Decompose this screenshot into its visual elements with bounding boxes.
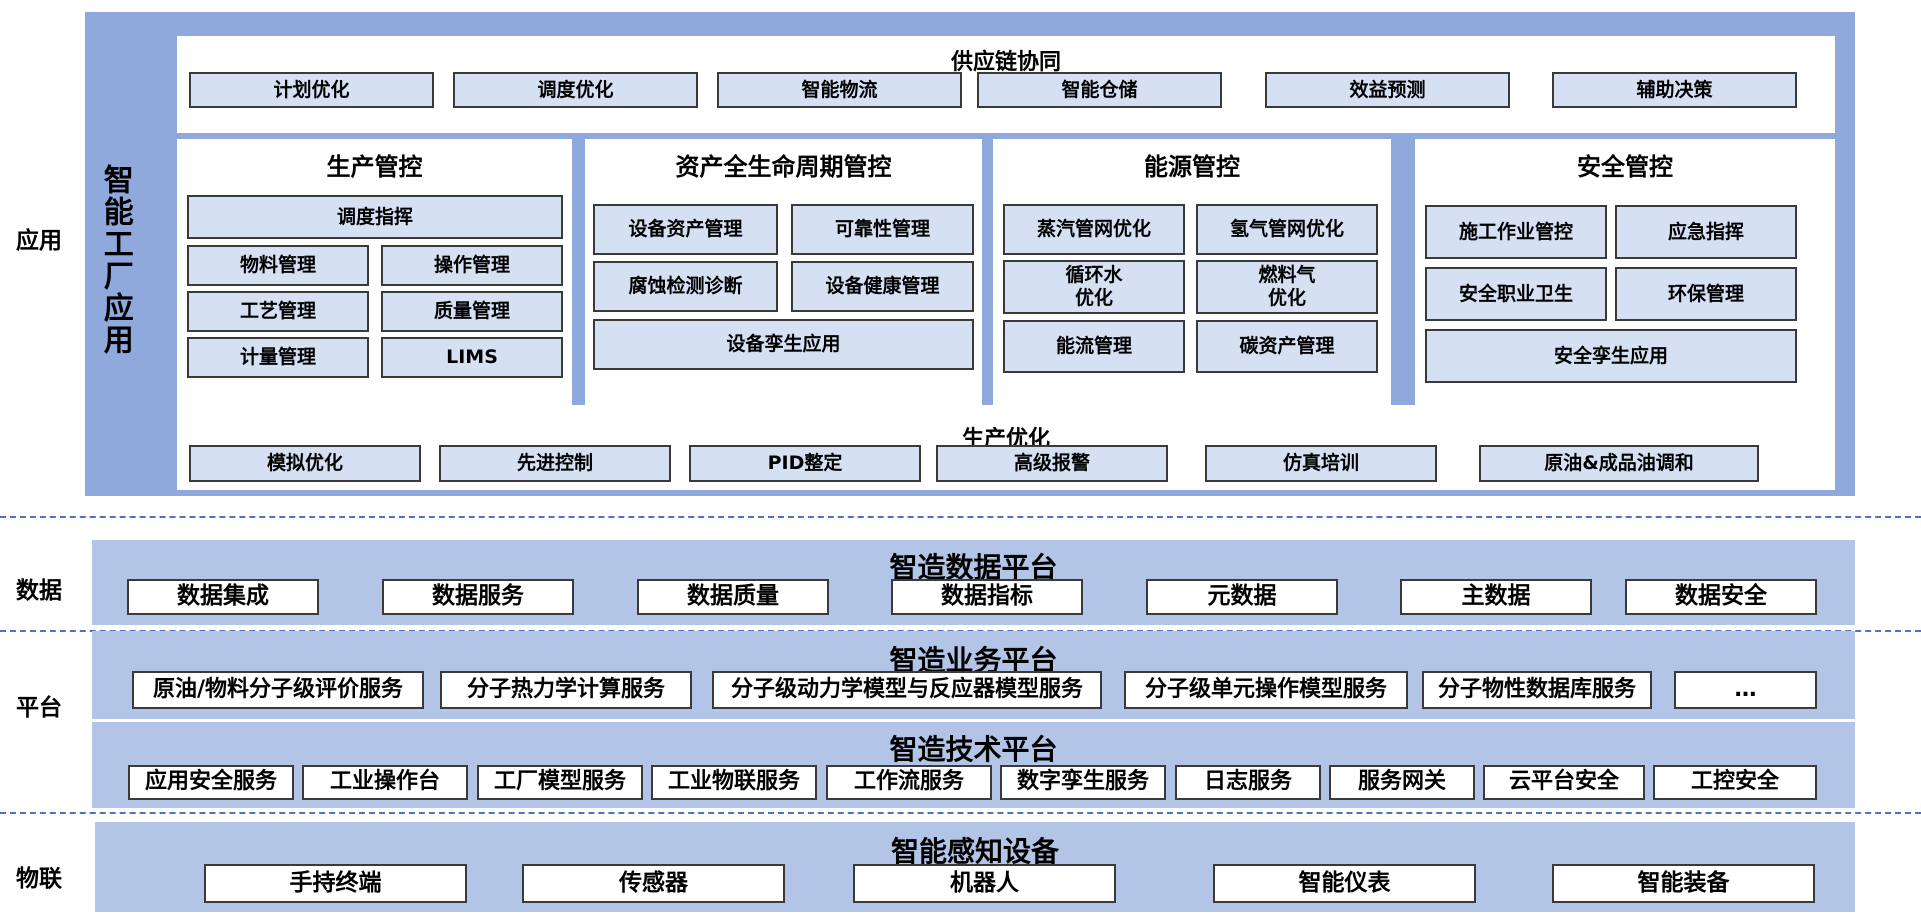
energy-control-panel: 能源管控 蒸汽管网优化 氢气管网优化 循环水 优化 燃料气 优化 能流管理 碳资… xyxy=(993,139,1391,405)
app-vertical-title-text: 智能工厂应用 xyxy=(97,164,133,356)
separator-platform-iot xyxy=(0,812,1921,814)
supply-chain-item[interactable]: 辅助决策 xyxy=(1552,72,1797,108)
safety-control-item[interactable]: 应急指挥 xyxy=(1615,205,1797,259)
data-platform-panel: 智造数据平台 数据集成 数据服务 数据质量 数据指标 元数据 主数据 数据安全 xyxy=(92,540,1855,625)
business-platform-more[interactable]: … xyxy=(1674,671,1817,709)
supply-chain-item[interactable]: 效益预测 xyxy=(1265,72,1510,108)
smart-devices-panel: 智能感知设备 手持终端 传感器 机器人 智能仪表 智能装备 xyxy=(95,822,1855,912)
production-optimization-item[interactable]: 先进控制 xyxy=(439,445,671,482)
layer-label-data: 数据 xyxy=(16,578,62,604)
data-platform-item[interactable]: 数据安全 xyxy=(1625,579,1817,615)
safety-control-item[interactable]: 安全孪生应用 xyxy=(1425,329,1797,383)
asset-lifecycle-item[interactable]: 设备资产管理 xyxy=(593,204,778,255)
asset-lifecycle-item[interactable]: 设备健康管理 xyxy=(791,261,974,312)
production-control-item[interactable]: 调度指挥 xyxy=(187,195,563,239)
production-control-item[interactable]: LIMS xyxy=(381,337,563,378)
supply-chain-item[interactable]: 智能物流 xyxy=(717,72,962,108)
energy-control-item[interactable]: 碳资产管理 xyxy=(1196,320,1378,373)
production-optimization-panel: 生产优化 模拟优化 先进控制 PID整定 高级报警 仿真培训 原油&成品油调和 xyxy=(177,405,1835,490)
data-platform-item[interactable]: 数据服务 xyxy=(382,579,574,615)
layer-label-iot: 物联 xyxy=(16,866,62,892)
safety-control-item[interactable]: 安全职业卫生 xyxy=(1425,267,1607,321)
business-platform-item[interactable]: 分子级单元操作模型服务 xyxy=(1124,671,1408,709)
tech-platform-title: 智造技术平台 xyxy=(889,733,1058,766)
safety-control-item[interactable]: 施工作业管控 xyxy=(1425,205,1607,259)
supply-chain-item[interactable]: 计划优化 xyxy=(189,72,434,108)
smart-factory-app-panel: 智能工厂应用 供应链协同 计划优化 调度优化 智能物流 智能仓储 效益预测 辅助… xyxy=(85,12,1855,496)
safety-control-title: 安全管控 xyxy=(1577,153,1673,181)
tech-platform-item[interactable]: 工控安全 xyxy=(1653,765,1817,800)
production-optimization-item[interactable]: 原油&成品油调和 xyxy=(1479,445,1759,482)
smart-devices-item[interactable]: 手持终端 xyxy=(204,864,467,903)
business-platform-panel: 智造业务平台 原油/物料分子级评价服务 分子热力学计算服务 分子级动力学模型与反… xyxy=(92,631,1855,719)
smart-devices-item[interactable]: 智能装备 xyxy=(1552,864,1815,903)
tech-platform-item[interactable]: 日志服务 xyxy=(1175,765,1321,800)
asset-lifecycle-item[interactable]: 可靠性管理 xyxy=(791,204,974,255)
production-control-item[interactable]: 质量管理 xyxy=(381,291,563,332)
energy-control-title: 能源管控 xyxy=(1144,153,1240,181)
business-platform-item[interactable]: 分子物性数据库服务 xyxy=(1422,671,1652,709)
production-optimization-item[interactable]: 高级报警 xyxy=(936,445,1168,482)
safety-control-panel: 安全管控 施工作业管控 应急指挥 安全职业卫生 环保管理 安全孪生应用 xyxy=(1415,139,1835,405)
energy-control-item[interactable]: 氢气管网优化 xyxy=(1196,204,1378,255)
tech-platform-item[interactable]: 云平台安全 xyxy=(1483,765,1645,800)
smart-devices-item[interactable]: 智能仪表 xyxy=(1213,864,1476,903)
asset-lifecycle-title: 资产全生命周期管控 xyxy=(675,153,892,181)
separator-app-data xyxy=(0,516,1921,518)
energy-control-item[interactable]: 循环水 优化 xyxy=(1003,260,1185,314)
production-control-item[interactable]: 工艺管理 xyxy=(187,291,369,332)
data-platform-item[interactable]: 数据质量 xyxy=(637,579,829,615)
tech-platform-item[interactable]: 工作流服务 xyxy=(826,765,992,800)
layer-label-app: 应用 xyxy=(16,228,62,254)
tech-platform-item[interactable]: 工厂模型服务 xyxy=(477,765,643,800)
tech-platform-item[interactable]: 服务网关 xyxy=(1329,765,1475,800)
business-platform-item[interactable]: 分子级动力学模型与反应器模型服务 xyxy=(712,671,1102,709)
production-optimization-item[interactable]: 模拟优化 xyxy=(189,445,421,482)
data-platform-item[interactable]: 数据指标 xyxy=(891,579,1083,615)
energy-control-item[interactable]: 燃料气 优化 xyxy=(1196,260,1378,314)
tech-platform-item[interactable]: 数字孪生服务 xyxy=(1000,765,1166,800)
asset-lifecycle-item[interactable]: 设备孪生应用 xyxy=(593,319,974,370)
tech-platform-item[interactable]: 工业物联服务 xyxy=(651,765,817,800)
tech-platform-panel: 智造技术平台 应用安全服务 工业操作台 工厂模型服务 工业物联服务 工作流服务 … xyxy=(92,722,1855,808)
data-platform-item[interactable]: 数据集成 xyxy=(127,579,319,615)
supply-chain-item[interactable]: 智能仓储 xyxy=(977,72,1222,108)
smart-devices-item[interactable]: 传感器 xyxy=(522,864,785,903)
app-vertical-title: 智能工厂应用 xyxy=(95,164,135,363)
supply-chain-panel: 供应链协同 计划优化 调度优化 智能物流 智能仓储 效益预测 辅助决策 xyxy=(177,36,1835,133)
data-platform-item[interactable]: 元数据 xyxy=(1146,579,1338,615)
business-platform-item[interactable]: 原油/物料分子级评价服务 xyxy=(132,671,424,709)
production-control-item[interactable]: 物料管理 xyxy=(187,245,369,286)
layer-label-platform: 平台 xyxy=(16,695,62,721)
production-control-item[interactable]: 操作管理 xyxy=(381,245,563,286)
production-control-title: 生产管控 xyxy=(326,153,423,181)
energy-control-item[interactable]: 能流管理 xyxy=(1003,320,1185,373)
smart-devices-title: 智能感知设备 xyxy=(890,835,1059,868)
production-optimization-item[interactable]: 仿真培训 xyxy=(1205,445,1437,482)
asset-lifecycle-panel: 资产全生命周期管控 设备资产管理 可靠性管理 腐蚀检测诊断 设备健康管理 设备孪… xyxy=(585,139,982,405)
safety-control-item[interactable]: 环保管理 xyxy=(1615,267,1797,321)
tech-platform-item[interactable]: 应用安全服务 xyxy=(128,765,294,800)
business-platform-item[interactable]: 分子热力学计算服务 xyxy=(440,671,692,709)
production-control-panel: 生产管控 调度指挥 物料管理 操作管理 工艺管理 质量管理 计量管理 LIMS xyxy=(177,139,572,405)
supply-chain-title: 供应链协同 xyxy=(950,50,1061,75)
production-control-item[interactable]: 计量管理 xyxy=(187,337,369,378)
production-optimization-item[interactable]: PID整定 xyxy=(689,445,921,482)
energy-control-item[interactable]: 蒸汽管网优化 xyxy=(1003,204,1185,255)
smart-devices-item[interactable]: 机器人 xyxy=(853,864,1116,903)
asset-lifecycle-item[interactable]: 腐蚀检测诊断 xyxy=(593,261,778,312)
tech-platform-item[interactable]: 工业操作台 xyxy=(302,765,468,800)
data-platform-title: 智造数据平台 xyxy=(889,551,1058,584)
data-platform-item[interactable]: 主数据 xyxy=(1400,579,1592,615)
supply-chain-item[interactable]: 调度优化 xyxy=(453,72,698,108)
